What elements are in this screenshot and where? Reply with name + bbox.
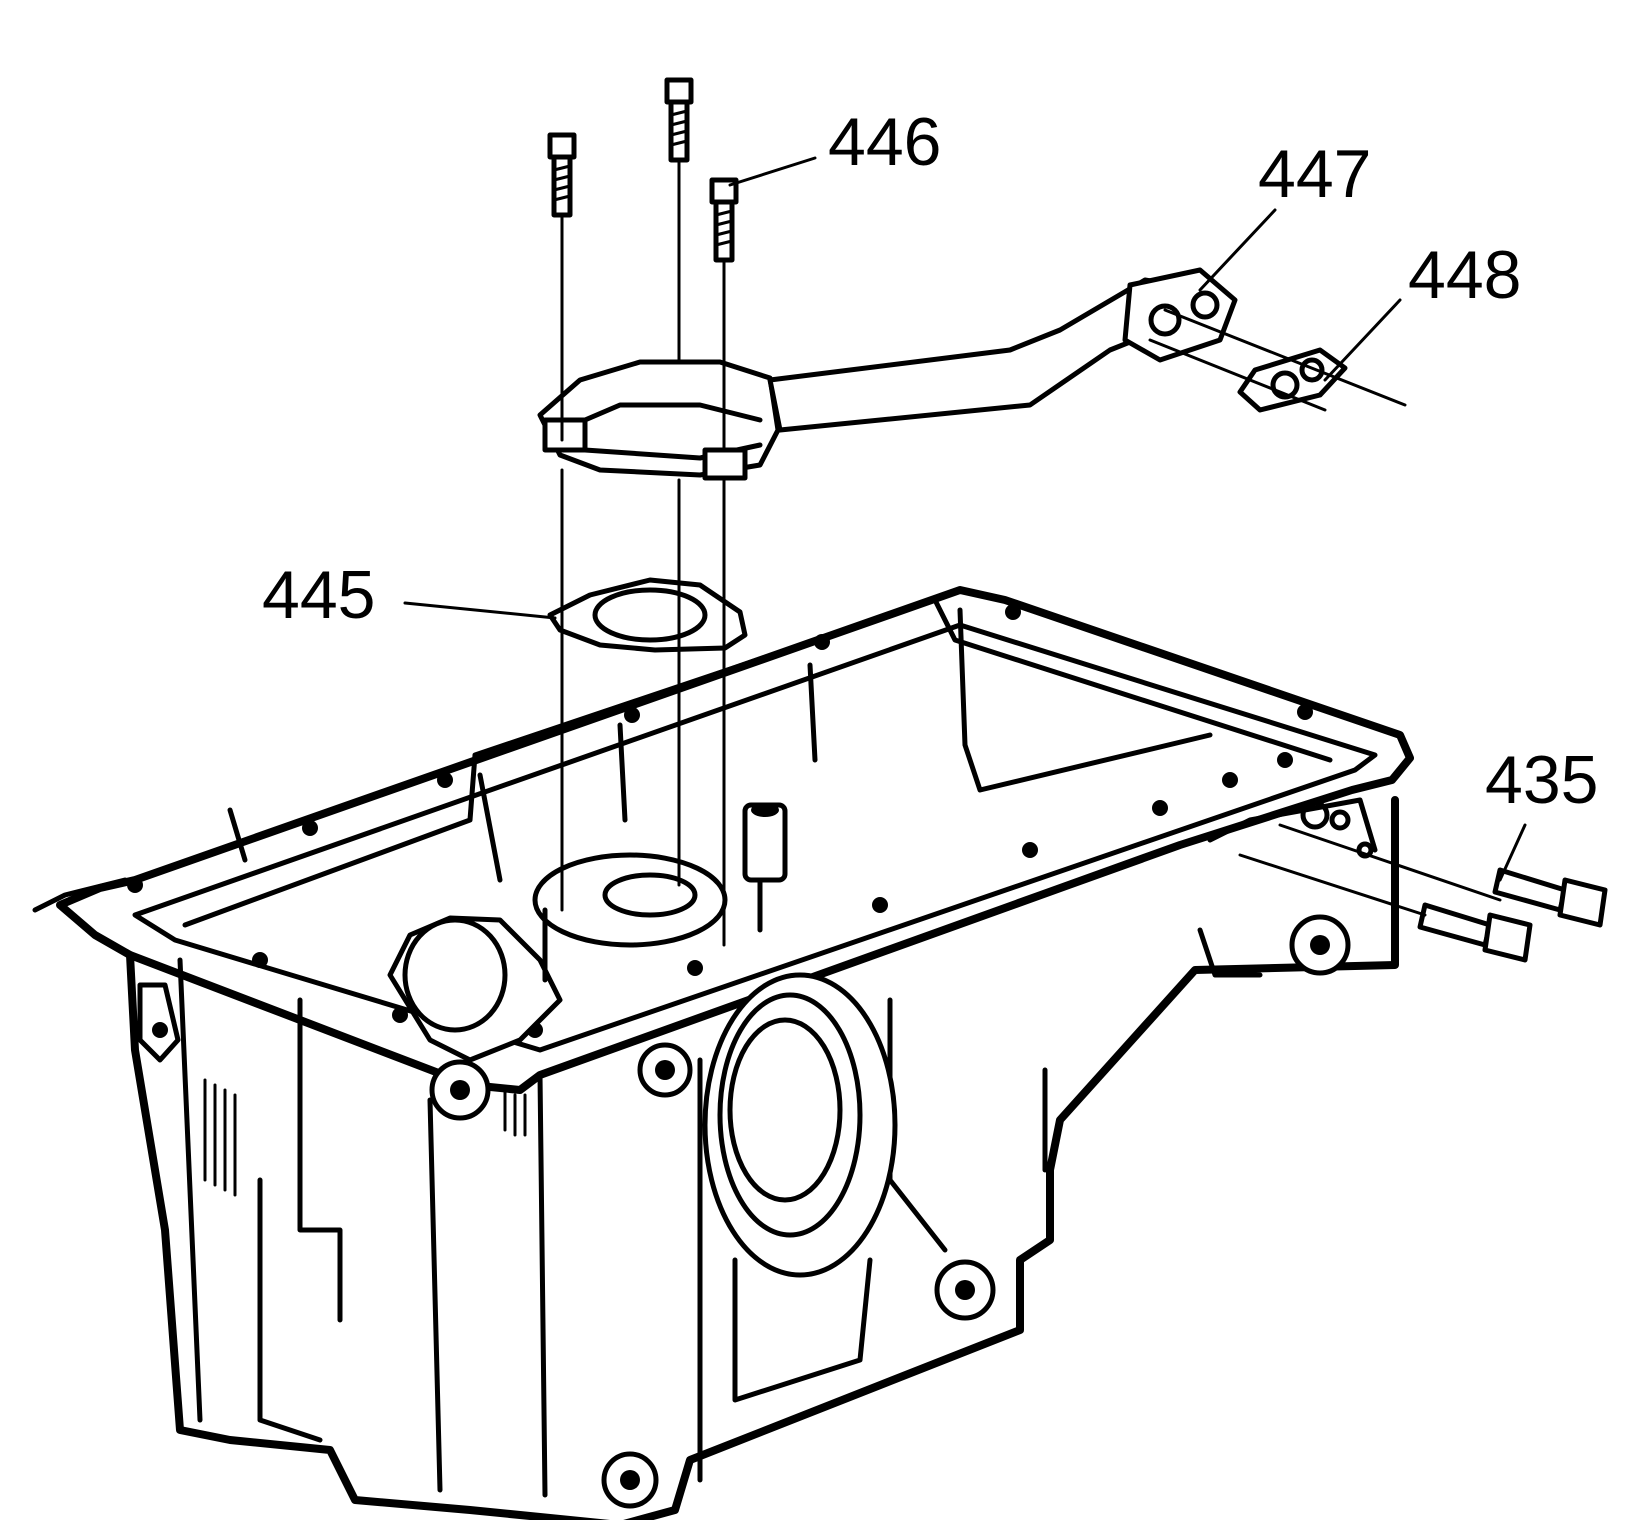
bolt-left <box>547 132 577 218</box>
callout-446: 446 <box>828 104 941 180</box>
oil-pan <box>32 586 1414 1520</box>
oil-pump-bolts <box>547 77 739 263</box>
alignment-lines <box>560 158 1502 947</box>
bolt-right <box>709 177 739 263</box>
oil-pump-gasket <box>547 577 748 653</box>
callout-445: 445 <box>262 557 375 633</box>
callout-435: 435 <box>1485 742 1598 818</box>
oil-pan-bolts <box>1417 867 1608 963</box>
oil-pump-screen-gasket <box>1237 347 1348 413</box>
callout-447: 447 <box>1258 136 1371 212</box>
callout-448: 448 <box>1408 237 1521 313</box>
callout-leaders <box>403 156 1527 882</box>
bolt-lower <box>1417 902 1533 963</box>
bolt-center <box>664 77 694 163</box>
pickup-housing <box>387 802 788 1063</box>
bolt-upper <box>1492 867 1608 928</box>
crank-seal-bore <box>702 972 898 1403</box>
oil-pump-screen-pickup <box>537 267 1238 481</box>
flange-bolt-holes <box>127 604 1313 1038</box>
